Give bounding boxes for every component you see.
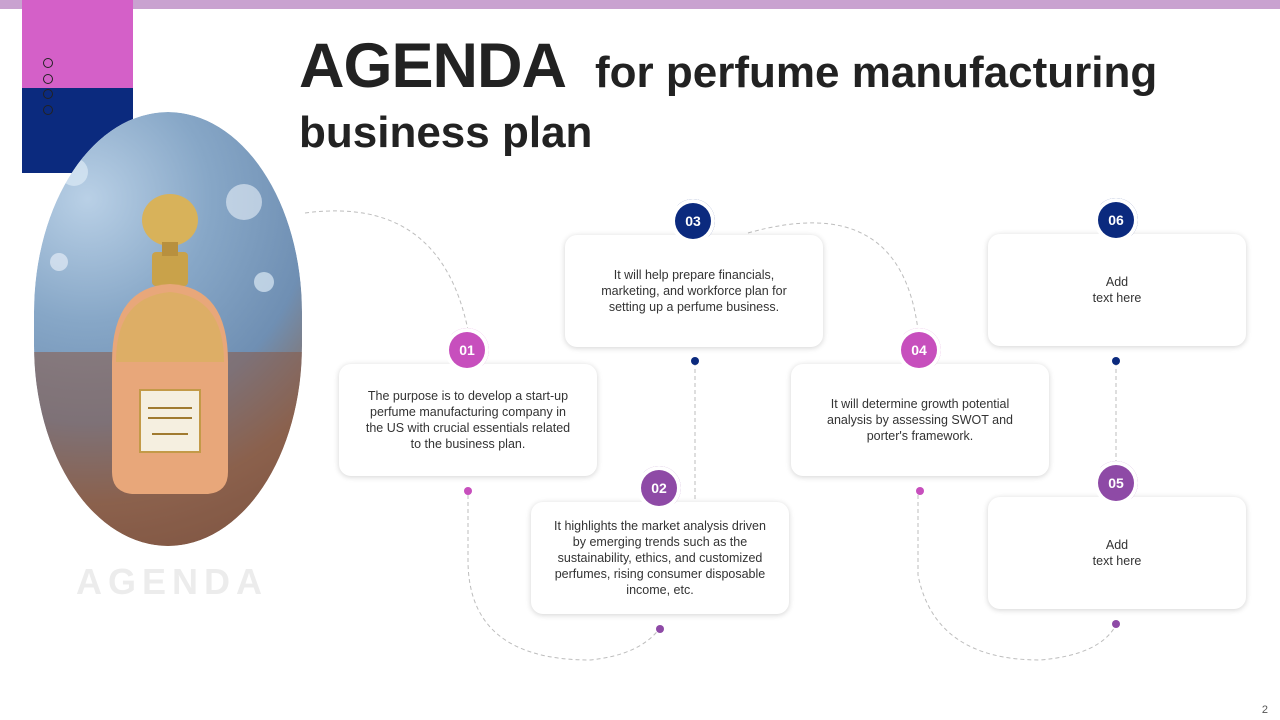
agenda-text-05: Add text here (1092, 538, 1142, 568)
agenda-text-02: It highlights the market analysis driven… (554, 519, 766, 597)
agenda-number-01: 01 (449, 332, 485, 368)
badge-ring-03 (671, 199, 715, 243)
agenda-card-06: Add text here (988, 234, 1246, 346)
pink-accent-block (22, 0, 133, 88)
pointer-dot-02 (656, 625, 664, 633)
agenda-number-02: 02 (641, 470, 677, 506)
agenda-number-06: 06 (1098, 202, 1134, 238)
agenda-card-02: It highlights the market analysis driven… (531, 502, 789, 614)
badge-ring-04 (897, 328, 941, 372)
pointer-dot-03 (691, 357, 699, 365)
perfume-bottle-image (34, 112, 302, 546)
agenda-text-04: It will determine growth potential analy… (827, 397, 1013, 443)
pointer-dot-01 (464, 487, 472, 495)
agenda-card-04: It will determine growth potential analy… (791, 364, 1049, 476)
badge-ring-06 (1094, 198, 1138, 242)
agenda-card-03: It will help prepare financials, marketi… (565, 235, 823, 347)
perfume-photo (34, 112, 302, 546)
page-number: 2 (1261, 704, 1268, 716)
page-title-agenda: AGENDA (299, 31, 567, 101)
page-title-rest: for perfume manufacturing (595, 48, 1158, 97)
pointer-dot-05 (1112, 620, 1120, 628)
pointer-dot-06 (1112, 357, 1120, 365)
pointer-dot-04 (916, 487, 924, 495)
agenda-number-03: 03 (675, 203, 711, 239)
page-title-line2: business plan (299, 108, 593, 157)
watermark-text: AGENDA (76, 561, 269, 602)
agenda-number-05: 05 (1098, 465, 1134, 501)
badge-ring-05 (1094, 461, 1138, 505)
agenda-number-04: 04 (901, 332, 937, 368)
agenda-card-05: Add text here (988, 497, 1246, 609)
top-accent-bar (0, 0, 1280, 9)
agenda-text-01: The purpose is to develop a start-up per… (365, 389, 571, 451)
agenda-text-03: It will help prepare financials, marketi… (601, 268, 787, 314)
dots-decoration (43, 58, 55, 120)
badge-ring-02 (637, 466, 681, 510)
agenda-text-06: Add text here (1092, 275, 1142, 305)
badge-ring-01 (445, 328, 489, 372)
agenda-card-01: The purpose is to develop a start-up per… (339, 364, 597, 476)
